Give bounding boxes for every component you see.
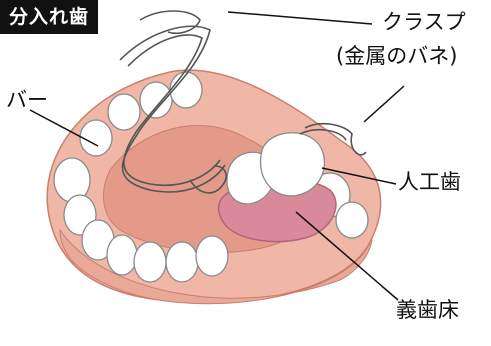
label-clasp: クラスプ (382, 12, 466, 33)
tooth (170, 72, 202, 108)
leader-clasp (228, 12, 372, 24)
tooth (336, 202, 368, 238)
label-denture-base: 義歯床 (396, 300, 459, 321)
leader-clasp-right (364, 86, 404, 122)
label-artificial-tooth: 人工歯 (398, 172, 461, 193)
tooth (196, 236, 228, 276)
tooth (140, 82, 172, 118)
tooth (134, 242, 166, 282)
tooth (166, 242, 198, 282)
tooth (80, 120, 112, 156)
tooth (107, 235, 137, 275)
label-clasp-subtitle: (金属のバネ) (336, 46, 457, 67)
tooth (108, 94, 140, 130)
artificial-tooth (261, 133, 325, 196)
label-bar: バー (6, 90, 48, 111)
corner-tag: 分入れ歯 (0, 0, 98, 34)
